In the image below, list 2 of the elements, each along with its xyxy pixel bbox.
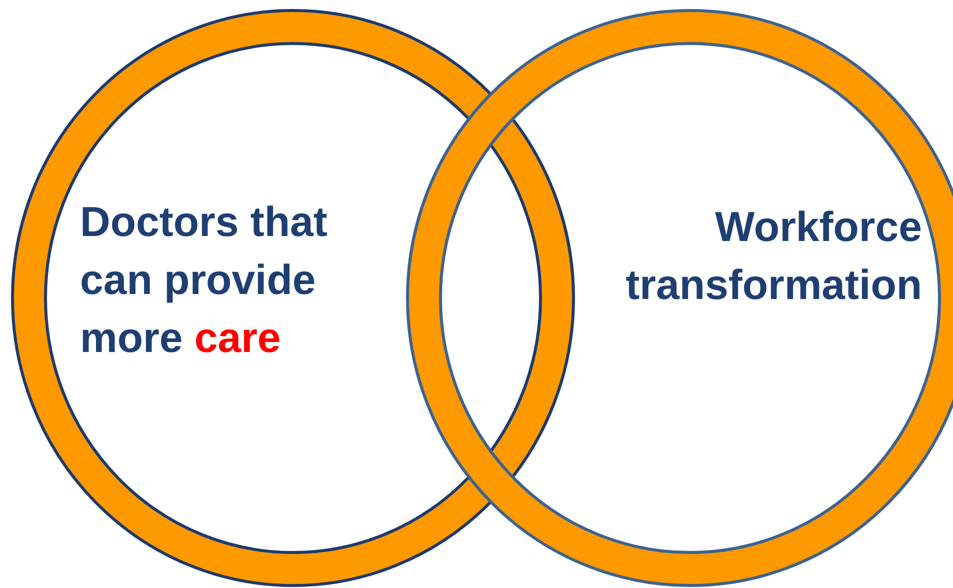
ring-label: Doctors that can provide more care: [80, 197, 328, 363]
ring-label: Workforce transformation: [624, 202, 922, 310]
